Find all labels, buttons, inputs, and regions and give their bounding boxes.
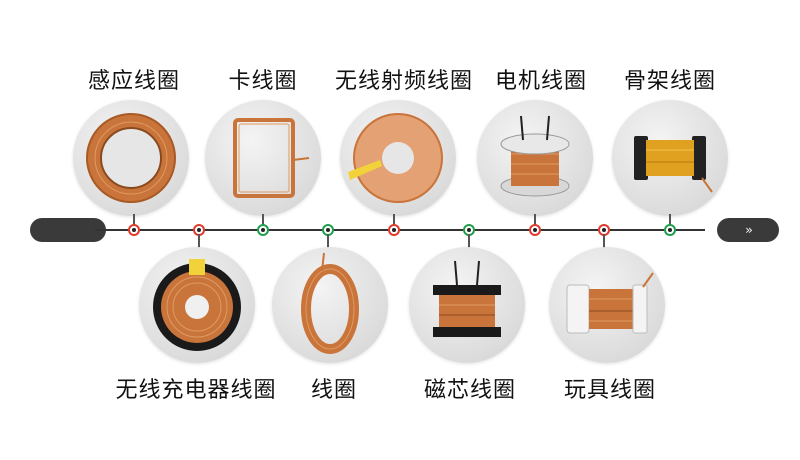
label-card-coil: 卡线圈 [228, 69, 298, 94]
label-bobbin-coil: 骨架线圈 [623, 69, 717, 94]
card-coil-icon [205, 100, 321, 216]
tick-4 [327, 234, 329, 248]
toy-coil-icon [549, 247, 665, 363]
magnetic-core-coil-icon [409, 247, 525, 363]
node-7 [529, 224, 541, 236]
label-rf-coil: 无线射频线圈 [334, 69, 474, 94]
tick-5 [393, 214, 395, 228]
tick-3 [262, 214, 264, 228]
wireless-charger-coil-icon [139, 247, 255, 363]
bobbin-coil-icon [612, 100, 728, 216]
label-toy-coil: 玩具线圈 [563, 378, 657, 403]
node-3 [257, 224, 269, 236]
tick-9 [669, 214, 671, 228]
motor-coil-icon [477, 100, 593, 216]
timeline-start-cap [30, 218, 106, 242]
label-wireless-charger-coil: 无线充电器线圈 [115, 378, 277, 403]
tick-6 [468, 234, 470, 248]
label-oval-coil: 线圈 [310, 378, 358, 403]
tick-1 [133, 214, 135, 228]
timeline-bar [95, 229, 705, 231]
rf-coil-icon [340, 100, 456, 216]
label-magnetic-core-coil: 磁芯线圈 [423, 378, 517, 403]
label-motor-coil: 电机线圈 [494, 69, 588, 94]
tick-7 [534, 214, 536, 228]
tick-8 [603, 234, 605, 248]
label-induction-coil: 感应线圈 [87, 69, 181, 94]
node-9 [664, 224, 676, 236]
node-5 [388, 224, 400, 236]
timeline-next-button[interactable]: ›› [717, 218, 779, 242]
induction-coil-icon [73, 100, 189, 216]
tick-2 [198, 234, 200, 248]
node-1 [128, 224, 140, 236]
oval-coil-icon [272, 247, 388, 363]
